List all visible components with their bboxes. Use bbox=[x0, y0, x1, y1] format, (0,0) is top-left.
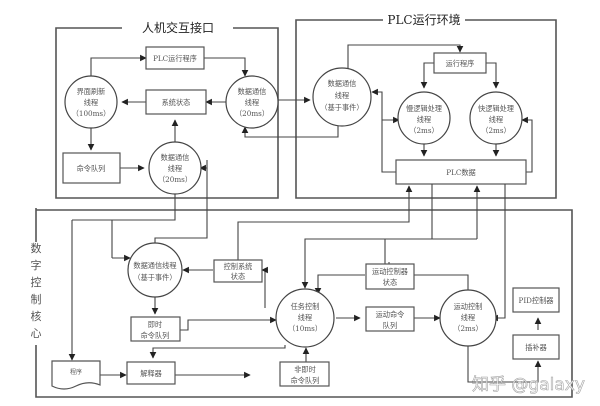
non-immediate-command-queue-box: 非即时 命令队列 bbox=[279, 361, 330, 387]
svg-text:线程: 线程 bbox=[461, 313, 475, 322]
program-document: 程序 bbox=[51, 360, 101, 390]
command-queue-box: 命令队列 bbox=[62, 152, 121, 184]
task-control-thread: 任务控制 线程 （10ms） bbox=[275, 288, 335, 348]
svg-text:数: 数 bbox=[31, 242, 42, 255]
svg-text:数据通信: 数据通信 bbox=[328, 79, 357, 88]
svg-text:控制系统: 控制系统 bbox=[224, 262, 253, 271]
svg-text:PLC数据: PLC数据 bbox=[446, 168, 475, 177]
plc-wires bbox=[347, 44, 533, 173]
svg-text:运动命令: 运动命令 bbox=[376, 310, 405, 319]
interpreter-box: 解释器 bbox=[126, 361, 176, 385]
svg-text:命令队列: 命令队列 bbox=[291, 376, 320, 385]
plc-section-title: PLC运行环境 bbox=[387, 12, 460, 27]
slow-logic-thread: 慢逻辑处理 线程 （2ms） bbox=[397, 91, 451, 145]
plc-section: PLC运行环境 bbox=[295, 12, 557, 199]
svg-text:运行程序: 运行程序 bbox=[446, 59, 475, 68]
hmi-comm-thread-bottom: 数据通信 线程 （20ms） bbox=[148, 141, 202, 195]
watermark: 知乎 @galaxy bbox=[472, 375, 585, 395]
svg-text:（基于事件）: （基于事件） bbox=[133, 273, 176, 282]
svg-text:线程: 线程 bbox=[417, 115, 431, 124]
svg-text:线程: 线程 bbox=[84, 98, 98, 107]
hmi-wires bbox=[87, 54, 339, 172]
svg-text:PID控制器: PID控制器 bbox=[518, 296, 553, 305]
pid-controller-box: PID控制器 bbox=[512, 287, 560, 313]
interpolator-box: 插补器 bbox=[512, 334, 560, 360]
motion-control-thread: 运动控制 线程 （2ms） bbox=[439, 289, 497, 347]
svg-text:数据通信线程: 数据通信线程 bbox=[133, 261, 176, 270]
svg-text:界面刷新: 界面刷新 bbox=[77, 87, 106, 96]
svg-text:线程: 线程 bbox=[489, 115, 503, 124]
nc-section: 数 字 控 制 核 心 bbox=[31, 208, 573, 398]
svg-text:（20ms）: （20ms） bbox=[158, 175, 192, 184]
svg-text:队列: 队列 bbox=[383, 321, 397, 330]
fast-logic-thread: 快逻辑处理 线程 （2ms） bbox=[469, 91, 523, 145]
svg-text:插补器: 插补器 bbox=[525, 343, 547, 352]
svg-text:线程: 线程 bbox=[168, 164, 182, 173]
svg-text:线程: 线程 bbox=[335, 91, 349, 100]
nc-wires bbox=[100, 262, 542, 383]
svg-text:运动控制: 运动控制 bbox=[454, 302, 483, 311]
plc-program-box: PLC运行程序 bbox=[145, 46, 205, 70]
svg-text:线程: 线程 bbox=[245, 98, 259, 107]
svg-text:（10ms）: （10ms） bbox=[288, 324, 322, 333]
control-system-status-box: 控制系统 状态 bbox=[213, 259, 263, 283]
svg-text:（2ms）: （2ms） bbox=[453, 324, 482, 333]
motion-controller-status-box: 运动控制器 状态 bbox=[365, 263, 415, 290]
svg-text:（2ms）: （2ms） bbox=[481, 126, 510, 135]
svg-text:字: 字 bbox=[31, 258, 42, 272]
svg-text:PLC运行程序: PLC运行程序 bbox=[153, 54, 197, 63]
svg-text:（20ms）: （20ms） bbox=[235, 109, 269, 118]
svg-text:状态: 状态 bbox=[231, 272, 245, 281]
svg-text:慢逻辑处理: 慢逻辑处理 bbox=[406, 104, 442, 113]
immediate-command-queue-box: 即时 命令队列 bbox=[130, 316, 181, 342]
svg-text:（基于事件）: （基于事件） bbox=[320, 103, 363, 112]
svg-text:（2ms）: （2ms） bbox=[409, 126, 438, 135]
svg-text:制: 制 bbox=[31, 293, 42, 306]
svg-text:程序: 程序 bbox=[70, 368, 82, 376]
hmi-section-title: 人机交互接口 bbox=[142, 20, 214, 35]
svg-text:状态: 状态 bbox=[383, 278, 397, 287]
run-program-box: 运行程序 bbox=[433, 52, 487, 74]
svg-text:数据通信: 数据通信 bbox=[238, 87, 267, 96]
svg-text:运动控制器: 运动控制器 bbox=[372, 267, 408, 276]
nc-comm-thread: 数据通信线程 （基于事件） bbox=[127, 242, 183, 298]
svg-text:数据通信: 数据通信 bbox=[161, 153, 190, 162]
svg-text:线程: 线程 bbox=[298, 313, 312, 322]
nc-section-title: 数 字 控 制 核 心 bbox=[31, 242, 42, 340]
system-status-box: 系统状态 bbox=[145, 89, 207, 115]
svg-text:即时: 即时 bbox=[148, 320, 162, 329]
plc-data-box: PLC数据 bbox=[395, 159, 527, 185]
plc-comm-thread: 数据通信 线程 （基于事件） bbox=[312, 67, 372, 127]
hmi-section: 人机交互接口 bbox=[55, 20, 279, 199]
svg-text:系统状态: 系统状态 bbox=[162, 98, 191, 107]
motion-command-queue-box: 运动命令 队列 bbox=[365, 306, 415, 332]
ui-refresh-thread: 界面刷新 线程 （100ms） bbox=[64, 75, 118, 129]
svg-text:心: 心 bbox=[31, 327, 42, 340]
svg-text:命令队列: 命令队列 bbox=[77, 164, 106, 173]
svg-text:任务控制: 任务控制 bbox=[291, 302, 320, 311]
svg-text:（100ms）: （100ms） bbox=[72, 109, 111, 118]
svg-text:非即时: 非即时 bbox=[294, 365, 316, 374]
svg-text:解释器: 解释器 bbox=[140, 369, 162, 378]
svg-text:核: 核 bbox=[31, 309, 42, 323]
svg-text:控: 控 bbox=[31, 275, 42, 289]
hmi-comm-thread-top: 数据通信 线程 （20ms） bbox=[225, 75, 279, 129]
svg-text:命令队列: 命令队列 bbox=[141, 331, 170, 340]
svg-text:快逻辑处理: 快逻辑处理 bbox=[478, 104, 514, 113]
